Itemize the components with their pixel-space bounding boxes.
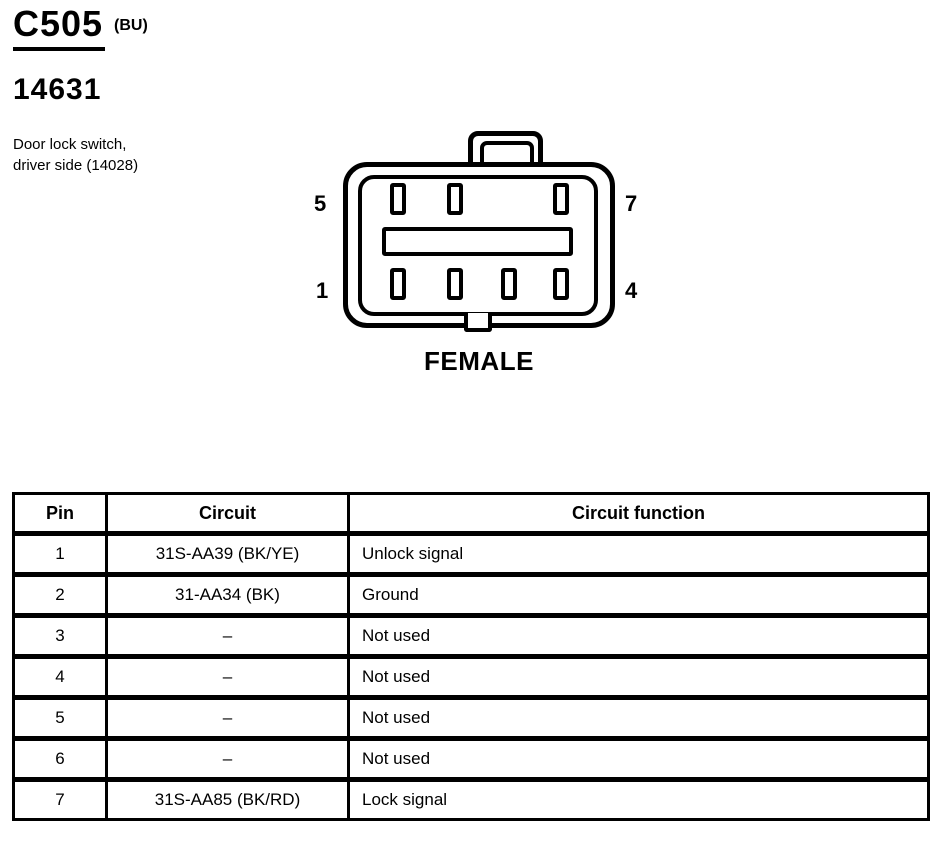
component-description-line1: Door lock switch, bbox=[13, 136, 127, 153]
connector-suffix-label: (BU) bbox=[114, 17, 148, 34]
pin-cell: 3 bbox=[12, 613, 108, 658]
circuit-function-column-header: Circuit function bbox=[347, 492, 930, 535]
circuit-cell: 31-AA34 (BK) bbox=[105, 572, 350, 617]
pin-slot-3 bbox=[501, 268, 517, 300]
pin-slot-4 bbox=[553, 268, 569, 300]
circuit-function-cell: Not used bbox=[347, 695, 930, 740]
pin-cell: 6 bbox=[12, 736, 108, 781]
connector-gender-label: FEMALE bbox=[424, 346, 534, 376]
pinout-table: Pin Circuit Circuit function 1 31S-AA39 … bbox=[12, 492, 930, 821]
circuit-cell: – bbox=[105, 736, 350, 781]
table-row: 2 31-AA34 (BK) Ground bbox=[12, 572, 930, 617]
connector-bottom-notch bbox=[464, 313, 492, 332]
pin-position-label-4: 4 bbox=[625, 278, 638, 303]
pin-slot-6 bbox=[447, 183, 463, 215]
component-description: Door lock switch, driver side (14028) bbox=[13, 134, 138, 176]
pinout-table-header: Pin Circuit Circuit function bbox=[12, 492, 930, 535]
circuit-cell: 31S-AA39 (BK/YE) bbox=[105, 531, 350, 576]
circuit-cell: – bbox=[105, 613, 350, 658]
circuit-function-cell: Ground bbox=[347, 572, 930, 617]
pin-cell: 4 bbox=[12, 654, 108, 699]
table-row: 5 – Not used bbox=[12, 695, 930, 740]
circuit-cell: – bbox=[105, 654, 350, 699]
pin-slot-7 bbox=[553, 183, 569, 215]
pin-slot-5 bbox=[390, 183, 406, 215]
circuit-function-cell: Not used bbox=[347, 654, 930, 699]
pin-cell: 1 bbox=[12, 531, 108, 576]
circuit-function-cell: Lock signal bbox=[347, 777, 930, 821]
pin-cell: 7 bbox=[12, 777, 108, 821]
connector-id-title: C505 bbox=[13, 4, 106, 51]
pin-position-label-1: 1 bbox=[316, 278, 329, 303]
pin-cell: 5 bbox=[12, 695, 108, 740]
component-description-line2: driver side (14028) bbox=[13, 157, 139, 174]
pin-column-header: Pin bbox=[12, 492, 108, 535]
table-row: 3 – Not used bbox=[12, 613, 930, 658]
table-row: 4 – Not used bbox=[12, 654, 930, 699]
circuit-function-cell: Unlock signal bbox=[347, 531, 930, 576]
pin-cell: 2 bbox=[12, 572, 108, 617]
header-row: Pin Circuit Circuit function bbox=[12, 492, 930, 535]
connector-center-keyway-slot bbox=[382, 227, 573, 256]
circuit-cell: 31S-AA85 (BK/RD) bbox=[105, 777, 350, 821]
table-row: 6 – Not used bbox=[12, 736, 930, 781]
pinout-table-body: 1 31S-AA39 (BK/YE) Unlock signal 2 31-AA… bbox=[12, 531, 930, 821]
circuit-function-cell: Not used bbox=[347, 736, 930, 781]
pin-slot-1 bbox=[390, 268, 406, 300]
pin-position-label-5: 5 bbox=[314, 191, 327, 216]
table-row: 1 31S-AA39 (BK/YE) Unlock signal bbox=[12, 531, 930, 576]
circuit-column-header: Circuit bbox=[105, 492, 350, 535]
pin-position-label-7: 7 bbox=[625, 191, 638, 216]
circuit-cell: – bbox=[105, 695, 350, 740]
circuit-function-cell: Not used bbox=[347, 613, 930, 658]
table-row: 7 31S-AA85 (BK/RD) Lock signal bbox=[12, 777, 930, 821]
part-number-title: 14631 bbox=[13, 73, 102, 106]
pin-slot-2 bbox=[447, 268, 463, 300]
